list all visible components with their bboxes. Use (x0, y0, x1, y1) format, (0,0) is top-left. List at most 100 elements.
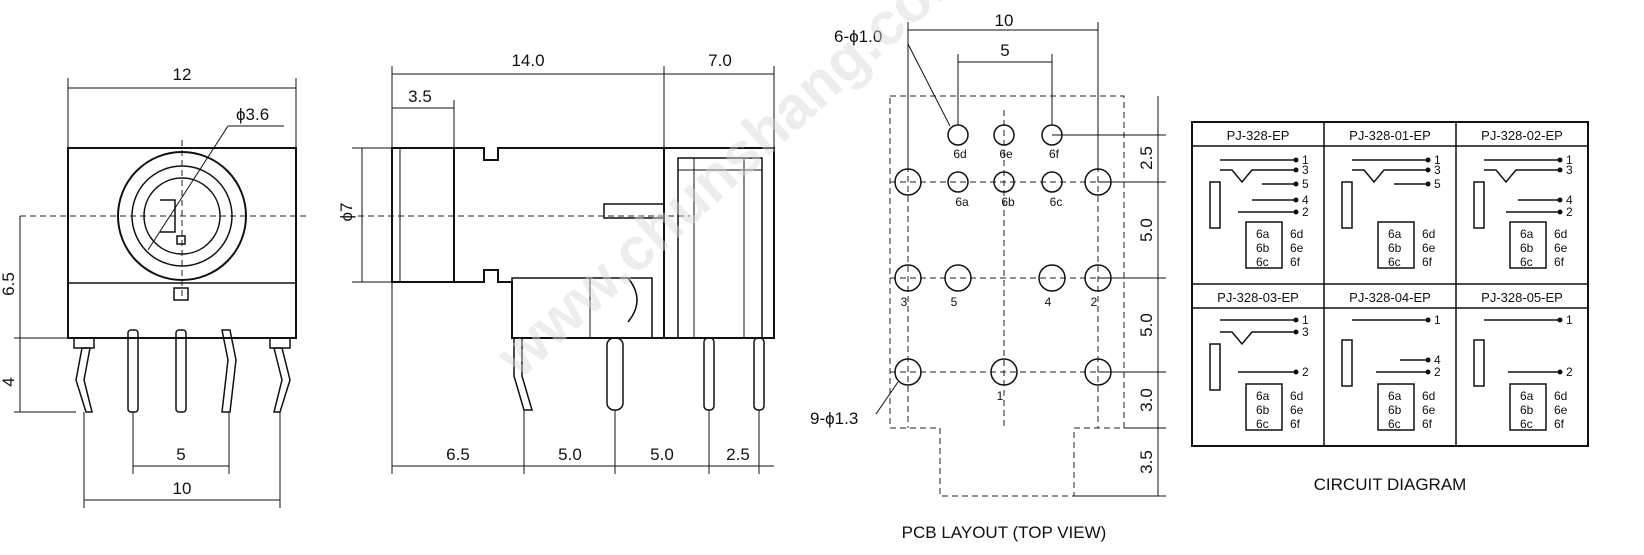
front-pin-5 (273, 347, 291, 413)
pcb-hole-4 (1038, 264, 1066, 292)
side-view: 14.0 7.0 3.5 ϕ7 6.5 5.0 5.0 2.5 (337, 51, 775, 474)
model-pj-328-03-ep: PJ-328-03-EP (1217, 290, 1299, 305)
pcb-layout-title: PCB LAYOUT (TOP VIEW) (902, 523, 1107, 542)
svg-text:6a: 6a (1520, 227, 1534, 241)
svg-text:2: 2 (1434, 365, 1441, 379)
svg-text:6d: 6d (1554, 389, 1567, 403)
front-body-outline (67, 147, 297, 339)
side-dim-seg1: 6.5 (446, 445, 470, 464)
svg-text:4: 4 (1566, 193, 1573, 207)
front-dim-hole: ϕ3.6 (236, 105, 269, 124)
pcb-pin-6a: 6a (955, 195, 969, 209)
svg-text:6d: 6d (1422, 389, 1435, 403)
pcb-pin-4: 4 (1045, 295, 1052, 309)
pcb-pin-6f: 6f (1049, 147, 1060, 161)
svg-text:3: 3 (1566, 163, 1573, 177)
side-dim-seg2: 5.0 (558, 445, 582, 464)
svg-text:6d: 6d (1554, 227, 1567, 241)
side-dim-body: 14.0 (511, 51, 544, 70)
pcb-hole-5 (944, 264, 972, 292)
model-pj-328-01-ep: PJ-328-01-EP (1349, 128, 1431, 143)
svg-text:6b: 6b (1388, 241, 1402, 255)
pcb-pin-1: 1 (997, 389, 1004, 403)
pcb-dim-top-outer: 10 (995, 11, 1014, 30)
svg-text:6c: 6c (1256, 255, 1269, 269)
side-pin-1 (513, 337, 534, 411)
pcb-hole-1 (990, 358, 1018, 386)
svg-text:6e: 6e (1290, 403, 1304, 417)
front-dim-span: 10 (173, 479, 192, 498)
svg-text:3: 3 (1302, 163, 1309, 177)
pcb-pin-6b: 6b (1001, 195, 1015, 209)
svg-text:6f: 6f (1554, 417, 1565, 431)
side-pin-2 (606, 337, 624, 411)
front-dim-pitch: 5 (176, 445, 185, 464)
svg-text:6b: 6b (1520, 403, 1534, 417)
svg-text:4: 4 (1434, 353, 1441, 367)
svg-text:6d: 6d (1290, 227, 1303, 241)
circuit-cell-2: 1 3 5 6a 6b 6c 6d 6e 6f (1341, 153, 1441, 269)
svg-text:6f: 6f (1554, 255, 1565, 269)
svg-text:6a: 6a (1388, 227, 1402, 241)
front-dim-width: 12 (173, 65, 192, 84)
svg-text:1: 1 (1434, 153, 1441, 167)
pcb-hole-6d (947, 124, 969, 146)
pcb-hole-6e (993, 124, 1015, 146)
svg-text:5: 5 (1302, 177, 1309, 191)
pcb-hole-6b (993, 171, 1015, 193)
svg-text:3: 3 (1302, 325, 1309, 339)
svg-text:6c: 6c (1256, 417, 1269, 431)
pcb-hole-l7 (894, 358, 922, 386)
model-pj-328-02-ep: PJ-328-02-EP (1481, 128, 1563, 143)
side-dim-rear: 7.0 (708, 51, 732, 70)
circuit-cell-6: 1 2 6a 6b 6c 6d 6e 6f (1473, 313, 1573, 431)
side-slot (603, 203, 665, 219)
svg-text:6d: 6d (1422, 227, 1435, 241)
side-lug (511, 277, 653, 339)
svg-text:3: 3 (1434, 163, 1441, 177)
svg-text:6b: 6b (1520, 241, 1534, 255)
svg-text:5: 5 (1434, 177, 1441, 191)
svg-text:6f: 6f (1422, 255, 1433, 269)
svg-text:6e: 6e (1422, 403, 1436, 417)
front-dim-height: 6.5 (0, 272, 18, 296)
svg-text:4: 4 (1302, 193, 1309, 207)
pcb-pin-6e: 6e (999, 147, 1013, 161)
front-foot-left (73, 337, 95, 349)
pcb-dim-top-inner: 5 (1000, 41, 1009, 60)
side-rear-inner (677, 157, 763, 339)
svg-text:6c: 6c (1520, 417, 1533, 431)
svg-text:1: 1 (1566, 153, 1573, 167)
svg-text:6c: 6c (1520, 255, 1533, 269)
svg-text:1: 1 (1302, 153, 1309, 167)
svg-text:2: 2 (1566, 205, 1573, 219)
front-jack-pin-square (176, 235, 186, 245)
pcb-dim-v1: 2.5 (1137, 146, 1156, 170)
side-pin-4 (753, 337, 765, 411)
pcb-large-holes-callout: 9-ϕ1.3 (810, 409, 858, 428)
svg-text:6f: 6f (1290, 417, 1301, 431)
model-pj-328-04-ep: PJ-328-04-EP (1349, 290, 1431, 305)
svg-text:6a: 6a (1256, 227, 1270, 241)
front-pin-4 (221, 329, 237, 413)
pcb-layout: 6d 6e 6f 6a 6b 6c 3 5 4 2 1 10 5 6-ϕ1.0 … (810, 11, 1166, 542)
svg-text:2: 2 (1302, 205, 1309, 219)
side-dim-seg3: 5.0 (650, 445, 674, 464)
svg-text:2: 2 (1302, 365, 1309, 379)
svg-text:6b: 6b (1256, 403, 1270, 417)
svg-text:6b: 6b (1388, 403, 1402, 417)
svg-text:1: 1 (1302, 313, 1309, 327)
front-pin-1 (75, 347, 93, 413)
circuit-cell-3: 1 3 4 2 6a 6b 6c 6d 6e 6f (1473, 153, 1573, 269)
pcb-dim-v2: 5.0 (1137, 218, 1156, 242)
model-pj-328-05-ep: PJ-328-05-EP (1481, 290, 1563, 305)
svg-text:6f: 6f (1422, 417, 1433, 431)
pcb-pin-6d: 6d (953, 147, 966, 161)
side-dim-nose: 3.5 (408, 87, 432, 106)
pcb-dim-v3: 5.0 (1137, 313, 1156, 337)
front-hole-leader (147, 125, 229, 251)
pcb-dim-v5: 3.5 (1137, 450, 1156, 474)
front-dim-pin-length: 4 (0, 377, 18, 386)
